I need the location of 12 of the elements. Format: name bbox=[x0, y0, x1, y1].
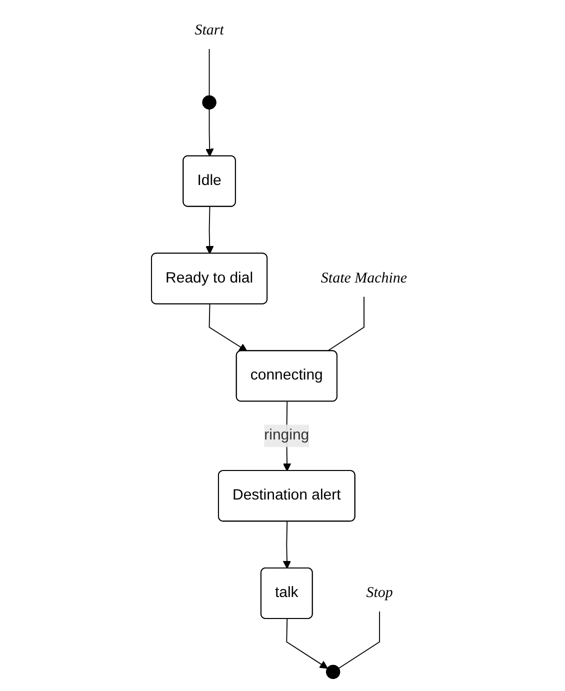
arrow bbox=[205, 108, 214, 157]
connector bbox=[326, 296, 364, 352]
connector bbox=[338, 611, 380, 669]
arrow bbox=[205, 206, 214, 254]
node-text: Start bbox=[194, 22, 224, 38]
edge-label: ringing bbox=[264, 427, 309, 444]
node-text: Stop bbox=[366, 584, 393, 601]
arrow bbox=[286, 618, 328, 669]
arrow bbox=[208, 304, 248, 352]
connector bbox=[208, 48, 210, 96]
arrow bbox=[282, 521, 291, 569]
node-text: State Machine bbox=[320, 270, 407, 286]
